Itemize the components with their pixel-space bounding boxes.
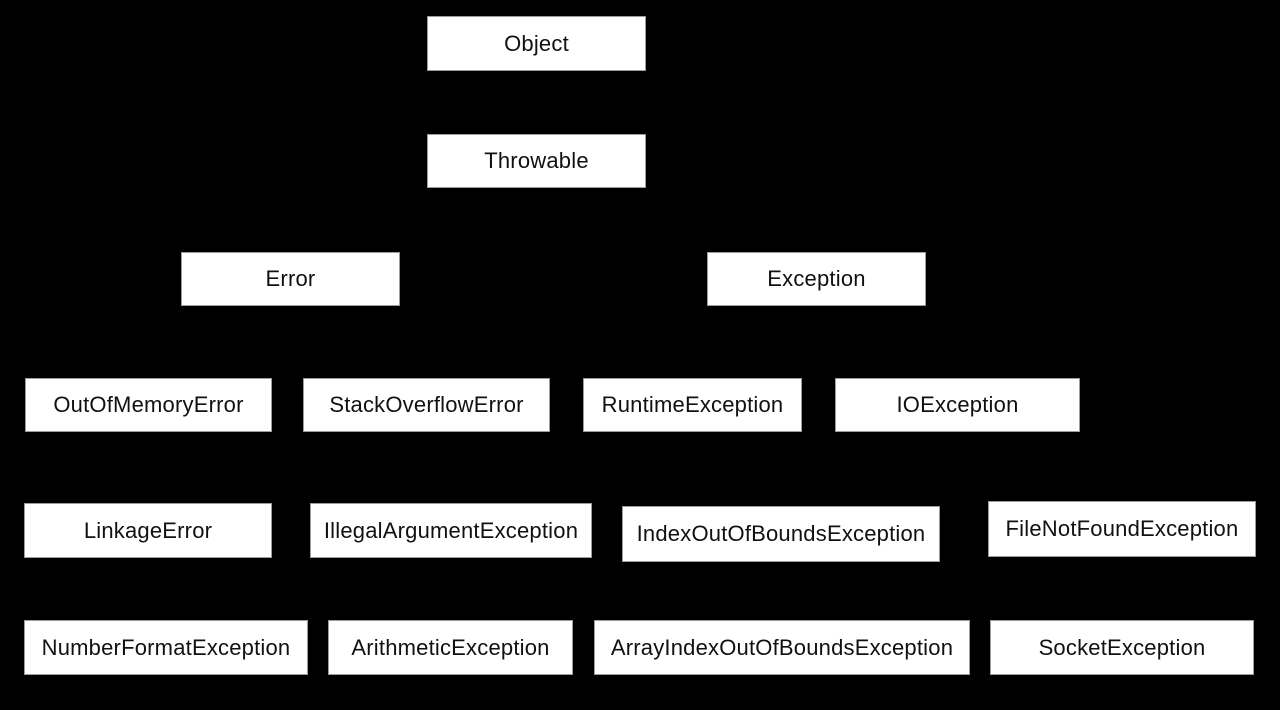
node-throwable-label: Throwable — [484, 148, 589, 173]
node-exception: Exception — [707, 252, 926, 306]
node-socketexception-label: SocketException — [1038, 634, 1206, 660]
node-runtimeexception: RuntimeException — [583, 378, 802, 432]
node-arithmeticexception: ArithmeticException — [328, 620, 573, 675]
node-outofmemoryerror: OutOfMemoryError — [25, 378, 272, 432]
node-linkageerror: LinkageError — [24, 503, 272, 558]
node-arithmeticexception-label: ArithmeticException — [351, 634, 550, 660]
node-indexoutofboundsexception-label: IndexOutOfBoundsException — [636, 521, 926, 546]
node-numberformatexception: NumberFormatException — [24, 620, 308, 675]
node-arrayindexoutofboundsexception-label: ArrayIndexOutOfBoundsException — [610, 634, 954, 660]
node-object: Object — [427, 16, 646, 71]
node-socketexception: SocketException — [990, 620, 1254, 675]
node-stackoverflowerror-label: StackOverflowError — [329, 392, 524, 417]
node-numberformatexception-label: NumberFormatException — [41, 634, 291, 660]
node-indexoutofboundsexception: IndexOutOfBoundsException — [622, 506, 940, 562]
node-ioexception: IOException — [835, 378, 1080, 432]
node-filenotfoundexception: FileNotFoundException — [988, 501, 1256, 557]
node-illegalargumentexception: IllegalArgumentException — [310, 503, 592, 558]
node-linkageerror-label: LinkageError — [83, 517, 213, 543]
node-stackoverflowerror: StackOverflowError — [303, 378, 550, 432]
node-filenotfoundexception-label: FileNotFoundException — [1005, 516, 1239, 541]
node-error: Error — [181, 252, 400, 306]
node-error-label: Error — [265, 266, 316, 291]
node-exception-label: Exception — [767, 266, 866, 291]
node-object-label: Object — [504, 30, 569, 56]
node-arrayindexoutofboundsexception: ArrayIndexOutOfBoundsException — [594, 620, 970, 675]
node-outofmemoryerror-label: OutOfMemoryError — [53, 392, 244, 417]
node-runtimeexception-label: RuntimeException — [601, 392, 784, 417]
node-throwable: Throwable — [427, 134, 646, 188]
node-illegalargumentexception-label: IllegalArgumentException — [323, 517, 579, 543]
node-ioexception-label: IOException — [896, 392, 1019, 417]
